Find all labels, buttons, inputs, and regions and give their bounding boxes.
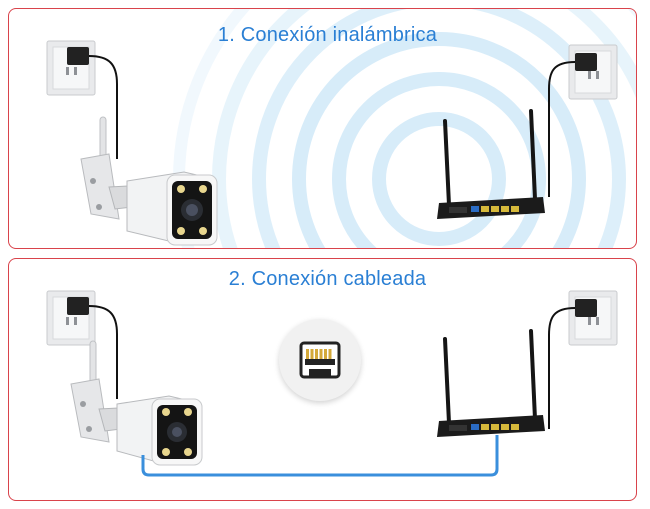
wired-connection-panel: 2. Conexión cableada [8,258,637,501]
security-camera-icon [70,340,203,466]
power-adapter-icon [67,47,118,159]
power-adapter-icon [548,53,597,197]
power-adapter-icon [548,299,597,429]
section-title-wireless: 1. Conexión inalámbrica [217,24,438,46]
ethernet-port-card [279,319,361,401]
wireless-connection-panel: 1. Conexión inalámbrica [8,8,637,249]
power-adapter-icon [67,297,118,399]
security-camera-icon [80,116,218,246]
wireless-devices [46,40,618,246]
ethernet-cable [141,435,499,477]
section-title-wired: 2. Conexión cableada [228,268,427,290]
router-icon [437,109,545,219]
ethernet-port-icon [299,341,341,379]
wired-devices [46,290,618,477]
router-icon [437,329,545,437]
